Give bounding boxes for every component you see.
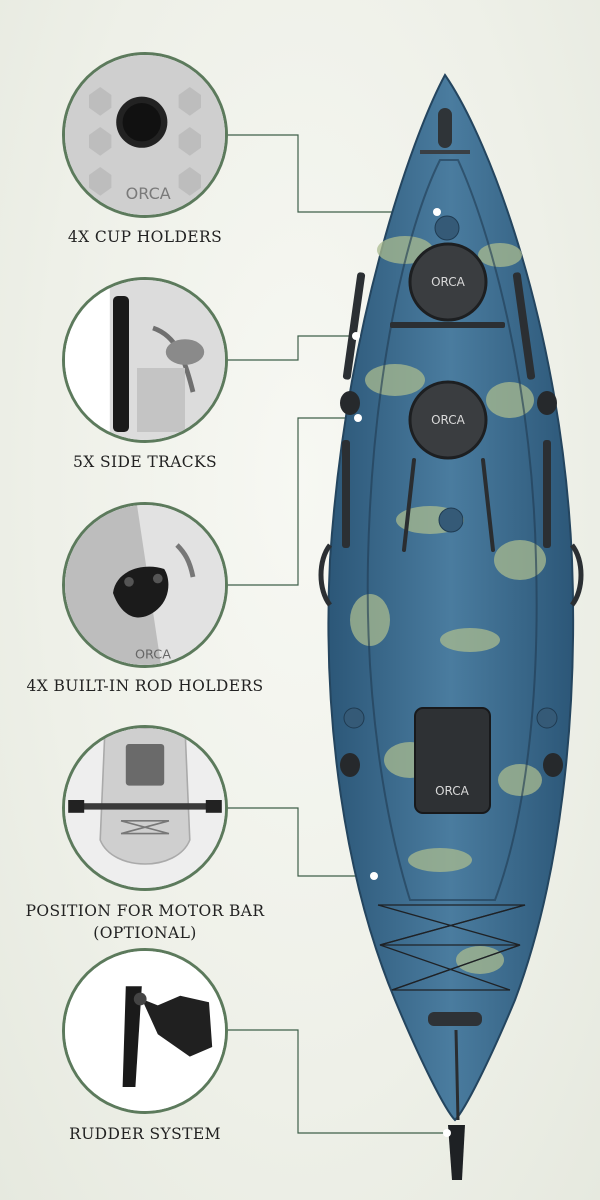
- cup-holder: [434, 215, 460, 241]
- front-hatch-logo: ORCA: [431, 275, 466, 289]
- feature-label-line-2: (OPTIONAL): [93, 924, 197, 942]
- cup-holder: [343, 707, 365, 729]
- callout-dot-motor-bar: [370, 872, 378, 880]
- callout-dot-rod-holders: [354, 414, 362, 422]
- rod-holder-photo-icon: ORCA: [62, 502, 228, 668]
- rear-hatch: [414, 707, 491, 814]
- bow-carry-bar: [420, 150, 470, 154]
- rod-holder: [340, 753, 360, 777]
- kayak-top-view: ORCA ORCA ORCA: [318, 73, 584, 1180]
- bow-handle: [438, 108, 452, 148]
- middle-hatch: [408, 380, 488, 460]
- rear-hatch-logo: ORCA: [435, 784, 470, 798]
- svg-text:ORCA: ORCA: [126, 184, 171, 203]
- side-track: [342, 440, 350, 548]
- rudder-photo-icon: [62, 948, 228, 1114]
- rod-holder: [543, 753, 563, 777]
- feature-label-line-1: POSITION FOR MOTOR BAR: [25, 902, 265, 920]
- rod-holder: [340, 391, 360, 415]
- side-handle: [318, 543, 333, 607]
- side-handle: [569, 543, 584, 607]
- paddle-keeper: [481, 458, 495, 552]
- motor-bar-photo-icon: [62, 725, 228, 891]
- side-track: [390, 322, 505, 328]
- feature-label: 4X BUILT-IN ROD HOLDERS: [26, 677, 264, 695]
- paddle-keeper: [402, 458, 416, 552]
- rod-holder: [537, 391, 557, 415]
- side-track: [543, 440, 551, 548]
- feature-label: 5X SIDE TRACKS: [72, 453, 218, 471]
- cockpit-well: [366, 159, 538, 901]
- feature-label: RUDDER SYSTEM: [69, 1125, 221, 1143]
- middle-hatch-logo: ORCA: [431, 413, 466, 427]
- cup-holder: [438, 507, 464, 533]
- bungee-cord: [378, 904, 526, 991]
- callout-dot-rudder: [443, 1129, 451, 1137]
- stern-handle: [428, 1012, 482, 1026]
- cup-holder: [536, 707, 558, 729]
- rudder-blade: [448, 1125, 465, 1180]
- side-track: [342, 272, 366, 380]
- feature-label: 4X CUP HOLDERS: [67, 228, 223, 246]
- front-hatch: [408, 242, 488, 322]
- callout-dot-cup-holders: [433, 208, 441, 216]
- cup-holder-photo-icon: ORCA: [62, 52, 228, 218]
- callout-dot-side-tracks: [352, 332, 360, 340]
- rudder-cable: [454, 1029, 460, 1121]
- side-track: [512, 272, 536, 380]
- side-track-photo-icon: [62, 277, 228, 443]
- svg-text:ORCA: ORCA: [135, 648, 171, 663]
- bungee-cord: [377, 904, 526, 991]
